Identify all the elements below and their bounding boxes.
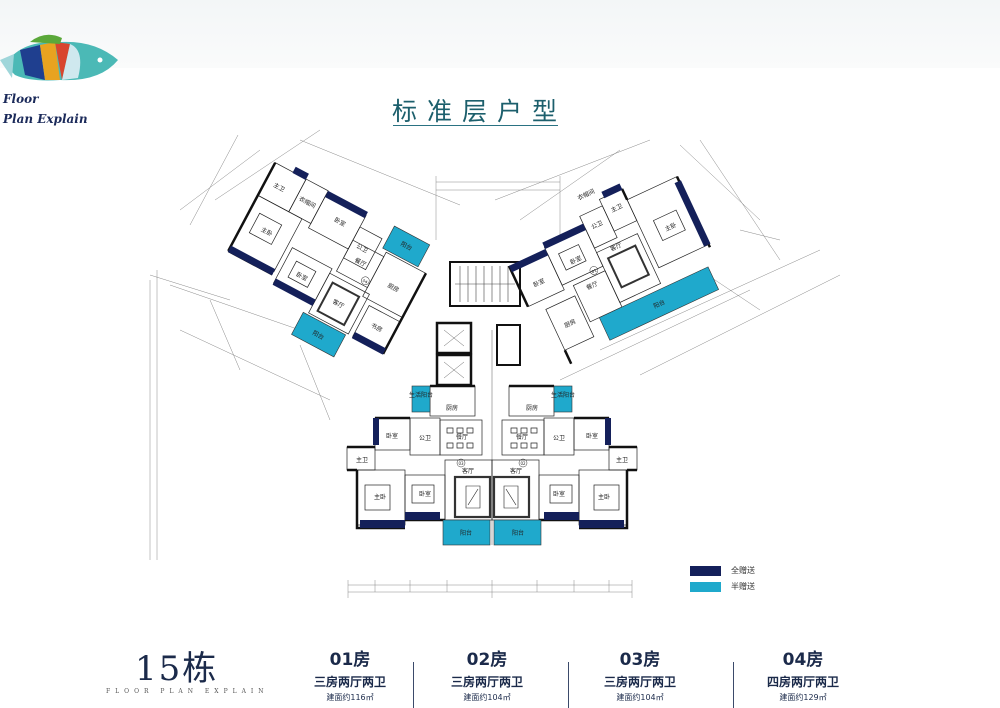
room-label: 餐厅 <box>516 433 528 441</box>
room-label: 客厅 <box>510 467 522 475</box>
room-label: 阳台 <box>460 529 472 537</box>
unit-code: 01房 <box>329 650 371 670</box>
logo-text-line1: Floor <box>3 92 39 106</box>
divider <box>413 662 414 708</box>
room-label: 餐厅 <box>353 256 367 269</box>
building-number: 15栋 <box>135 649 219 689</box>
room-label: 公卫 <box>419 435 431 442</box>
room-label: 餐厅 <box>456 433 468 441</box>
room-label: 卧室 <box>532 277 546 289</box>
room-label: 厨房 <box>526 404 538 412</box>
room-label: 卧室 <box>586 432 598 440</box>
unit-area: 建面约129㎡ <box>779 693 827 702</box>
room-label: 厨房 <box>563 317 577 329</box>
room-label: 卧室 <box>553 490 565 498</box>
room-label: 主卫 <box>616 456 628 464</box>
logo-text-line2: Plan Explain <box>3 112 88 126</box>
legend-label: 半赠送 <box>731 582 755 591</box>
room-label: 厨房 <box>386 281 400 294</box>
legend-full-gift: 全赠送 <box>690 565 755 576</box>
unit-02-labels: 生活阳台 厨房 卧室 公卫 餐厅 主卫 客厅 主卧 卧室 阳台 02 <box>510 391 628 537</box>
title-underline <box>393 125 558 126</box>
room-label: 公卫 <box>355 243 369 255</box>
room-label: 主卧 <box>664 221 678 233</box>
legend-swatch-navy <box>690 565 721 576</box>
unit-number: 02 <box>520 461 526 466</box>
fish-logo-icon <box>0 34 118 81</box>
room-label: 生活阳台 <box>551 391 575 399</box>
divider <box>733 662 734 708</box>
room-label: 衣帽间 <box>298 195 318 211</box>
unit-02-plan <box>490 384 639 547</box>
unit-04-plan: 主卫 衣帽间 卧室 公卫 阳台 厨房 主卧 卧室 餐厅 客厅 书房 阳台 04 <box>227 162 431 358</box>
unit-summary-04: 04房 四房两厅两卫 建面约129㎡ <box>733 645 873 703</box>
room-label: 卧室 <box>569 254 583 266</box>
unit-code: 03房 <box>619 650 661 670</box>
room-label: 客厅 <box>331 297 345 310</box>
room-label: 卧室 <box>419 490 431 498</box>
room-label: 卧室 <box>295 270 309 283</box>
unit-type: 三房两厅两卫 <box>313 675 386 689</box>
page-title: 标准层户型 <box>392 97 568 126</box>
room-label: 餐厅 <box>585 279 599 291</box>
unit-summary-03: 03房 三房两厅两卫 建面约104㎡ <box>570 645 710 703</box>
building-subtitle: FLOOR PLAN EXPLAIN <box>106 688 269 695</box>
unit-summary-01: 01房 三房两厅两卫 建面约116㎡ <box>280 645 420 703</box>
unit-number: 04 <box>362 278 369 285</box>
room-label: 阳台 <box>512 529 524 537</box>
unit-code: 04房 <box>782 650 824 670</box>
room-label: 主卧 <box>598 493 610 501</box>
unit-area: 建面约116㎡ <box>326 693 374 702</box>
room-label: 主卧 <box>374 493 386 501</box>
divider <box>568 662 569 708</box>
unit-area: 建面约104㎡ <box>463 693 511 702</box>
unit-type: 三房两厅两卫 <box>450 675 523 689</box>
unit-03-labels: 生活阳台 厨房 卧室 公卫 餐厅 主卫 客厅 主卧 卧室 阳台 03 <box>356 391 474 537</box>
room-label: 主卫 <box>609 202 623 214</box>
room-label: 公卫 <box>590 220 604 231</box>
unit-number: 03 <box>458 461 464 466</box>
room-label: 主卫 <box>272 181 286 194</box>
unit-03-plan <box>346 384 493 546</box>
core-stair-elevator <box>435 261 521 545</box>
room-label: 主卧 <box>260 225 274 238</box>
legend-half-gift: 半赠送 <box>690 581 755 592</box>
room-label: 生活阳台 <box>409 391 433 399</box>
room-label: 厨房 <box>446 404 458 412</box>
header-band <box>0 0 1000 68</box>
unit-code: 02房 <box>466 650 508 670</box>
room-label: 卧室 <box>386 432 398 440</box>
unit-type: 三房两厅两卫 <box>603 675 676 689</box>
room-label: 客厅 <box>462 467 474 475</box>
room-label: 书房 <box>369 321 383 334</box>
unit-01-plan: 卧室 卧室 公卫 主卫 衣帽间 主卧 客厅 餐厅 厨房 阳台 01 <box>507 176 720 365</box>
room-label: 公卫 <box>553 435 565 442</box>
unit-area: 建面约104㎡ <box>616 693 664 702</box>
room-label: 主卫 <box>356 456 368 464</box>
unit-number: 01 <box>591 267 598 274</box>
unit-type: 四房两厅两卫 <box>766 675 839 689</box>
legend-swatch-cyan <box>690 581 721 592</box>
room-label: 卧室 <box>333 216 347 229</box>
legend-label: 全赠送 <box>731 566 755 575</box>
brand-logo: Floor Plan Explain <box>0 30 125 126</box>
room-label: 衣帽间 <box>576 187 596 202</box>
unit-summary-02: 02房 三房两厅两卫 建面约104㎡ <box>417 645 557 703</box>
